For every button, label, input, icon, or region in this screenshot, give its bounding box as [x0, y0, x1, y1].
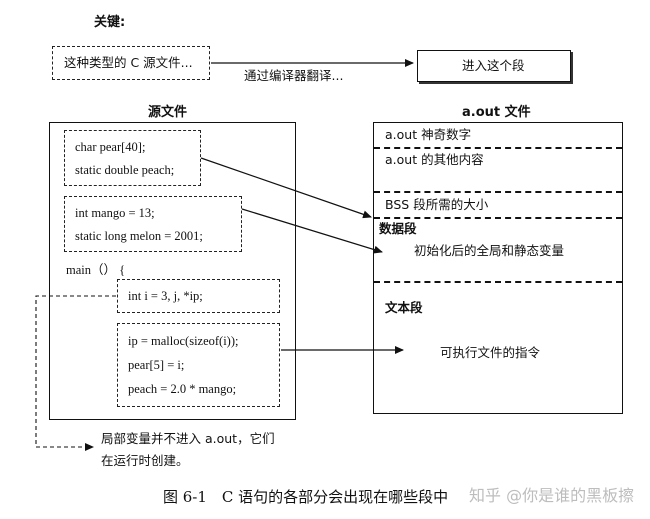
- watermark: 知乎 @你是谁的黑板擦: [469, 486, 635, 505]
- local-vars-note-line1: 局部变量并不进入 a.out，它们: [101, 431, 275, 446]
- key-label: 关键:: [94, 15, 126, 30]
- code-group-init-globals: [64, 196, 242, 252]
- segment-divider-4: [374, 281, 622, 283]
- segment-divider-1: [374, 147, 622, 149]
- code-static-melon: static long melon = 2001;: [75, 229, 203, 243]
- code-peach-assign: peach = 2.0 * mango;: [128, 382, 237, 396]
- code-int-mango: int mango = 13;: [75, 206, 155, 220]
- segment-data-title: 数据段: [379, 221, 417, 236]
- figure-caption: 图 6-1 C 语句的各部分会出现在哪些段中: [163, 488, 449, 506]
- segment-magic-number: a.out 神奇数字: [385, 127, 472, 142]
- source-file-title: 源文件: [148, 105, 188, 120]
- code-int-i: int i = 3, j, *ip;: [128, 289, 203, 303]
- code-group-locals: [117, 279, 280, 313]
- compile-label: 通过编译器翻译...: [244, 68, 344, 83]
- segment-text-title: 文本段: [385, 300, 423, 315]
- segment-text-desc: 可执行文件的指令: [440, 345, 541, 360]
- code-static-peach: static double peach;: [75, 163, 175, 177]
- segment-divider-3: [374, 217, 622, 219]
- legend-source-text: 这种类型的 C 源文件...: [64, 55, 193, 70]
- local-vars-note-line2: 在运行时创建。: [101, 453, 189, 468]
- segment-bss: BSS 段所需的大小: [385, 197, 489, 212]
- code-group-uninit-globals: [64, 130, 201, 186]
- segment-data-desc: 初始化后的全局和静态变量: [414, 243, 565, 258]
- source-file-box: [49, 122, 296, 420]
- segment-divider-2: [374, 191, 622, 193]
- legend-source-box: 这种类型的 C 源文件...: [52, 46, 210, 80]
- segment-other-contents: a.out 的其他内容: [385, 152, 484, 167]
- code-pear-assign: pear[5] = i;: [128, 358, 185, 372]
- code-malloc: ip = malloc(sizeof(i));: [128, 334, 239, 348]
- aout-file-box: [373, 122, 623, 414]
- aout-file-title: a.out 文件: [462, 105, 531, 120]
- legend-target-text: 进入这个段: [462, 58, 525, 73]
- legend-target-box: 进入这个段: [417, 50, 571, 82]
- code-group-statements: [117, 323, 280, 407]
- code-char-pear: char pear[40];: [75, 140, 146, 154]
- code-main: main（） {: [66, 263, 126, 277]
